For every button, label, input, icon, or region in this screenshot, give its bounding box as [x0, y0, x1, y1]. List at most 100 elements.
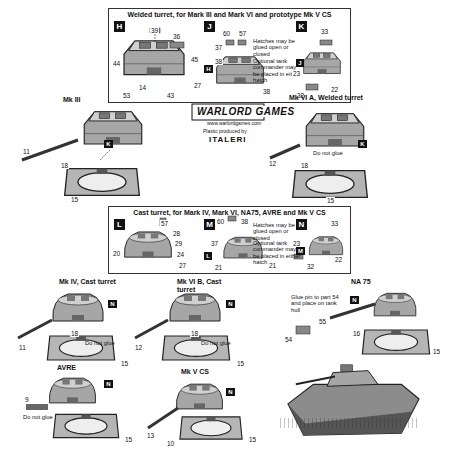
reference-step: K	[358, 140, 367, 148]
step-letter: J	[204, 21, 215, 32]
callout-number: 57	[238, 30, 247, 37]
callout-number: 12	[134, 344, 143, 351]
callout-number: 16	[352, 330, 361, 337]
callout-number: 14	[138, 84, 147, 91]
panel-title: Cast turret, for Mark IV, Mark VI, NA75,…	[109, 207, 350, 216]
callout-number: 38	[240, 218, 249, 225]
callout-number: 38	[214, 58, 223, 65]
assembly-note: Do not glue	[312, 150, 344, 156]
reference-step: N	[350, 296, 359, 304]
callout-number: 18	[70, 330, 79, 337]
callout-number: 18	[300, 162, 309, 169]
callout-number: 15	[70, 196, 79, 203]
callout-number: 54	[284, 336, 293, 343]
callout-number: 36	[172, 33, 181, 40]
assembly-note: Hatches may be glued open or closed	[252, 222, 302, 241]
callout-number: 9	[24, 396, 30, 403]
reference-step: J	[296, 59, 304, 67]
callout-number: 15	[236, 360, 245, 367]
callout-number: 22	[334, 256, 343, 263]
callout-number: 18	[190, 330, 199, 337]
callout-number: 38	[262, 88, 271, 95]
callout-number: 32	[306, 263, 315, 270]
callout-number: 60	[222, 30, 231, 37]
callout-number: 21	[214, 264, 223, 271]
callout-number: 10	[166, 440, 175, 447]
callout-number: 53	[122, 92, 131, 99]
callout-number: 23	[292, 240, 301, 247]
step-letter-text: K	[106, 141, 110, 147]
assembly-note: Glue pin to part 54 and place on tank hu…	[290, 294, 344, 313]
callout-number: 44	[112, 60, 121, 67]
step-letter-text: M	[206, 221, 213, 229]
callout-number: 27	[178, 262, 187, 269]
callout-number: 28	[172, 230, 181, 237]
callout-number: 27	[193, 82, 202, 89]
callout-number: 15	[124, 436, 133, 443]
callout-number: 13	[146, 432, 155, 439]
panel-title: Welded turret, for Mark III and Mark VI …	[109, 9, 350, 18]
assembly-note: Hatches may be glued open or closed	[252, 38, 302, 57]
step-letter: N	[296, 219, 307, 230]
variant-label: NA 75	[350, 278, 372, 286]
variant-label: Mk VI A, Welded turret	[288, 94, 370, 102]
step-letter: L	[114, 219, 125, 230]
callout-number: 11	[18, 344, 27, 351]
step-letter-text: N	[228, 389, 232, 395]
callout-number: 12	[268, 160, 277, 167]
callout-number: 18	[60, 162, 69, 169]
step-letter-text: N	[110, 301, 114, 307]
callout-number: 55	[318, 318, 327, 325]
callout-number: 39	[150, 27, 159, 34]
step-letter-text: J	[207, 23, 211, 31]
reference-step: K	[104, 140, 113, 148]
callout-number: 15	[326, 197, 335, 204]
callout-number: 29	[174, 240, 183, 247]
step-letter: H	[114, 21, 125, 32]
callout-number: 11	[22, 148, 31, 155]
callout-number: 37	[214, 44, 223, 51]
callout-number: 21	[268, 262, 277, 269]
variant-label: Mk III	[62, 96, 82, 104]
step-letter-text: N	[106, 381, 110, 387]
logo-text: Plastic produced by	[202, 129, 248, 135]
reference-step: H	[204, 65, 213, 73]
brand-logo: WARLORD GAMES	[196, 106, 296, 117]
callout-number: 43	[166, 92, 175, 99]
callout-number: 57	[160, 220, 169, 227]
callout-number: 20	[112, 250, 121, 257]
step-letter-text: L	[117, 221, 122, 229]
callout-number: 33	[330, 220, 339, 227]
callout-number: 22	[330, 86, 339, 93]
variant-label: Mk V CS	[180, 368, 210, 376]
variant-label: AVRE	[56, 364, 77, 372]
reference-step: N	[108, 300, 117, 308]
step-letter-text: H	[206, 66, 210, 72]
reference-step: N	[226, 388, 235, 396]
step-letter-text: J	[298, 60, 301, 66]
callout-number: 60	[216, 218, 225, 225]
step-letter: M	[204, 219, 215, 230]
callout-number: 15	[248, 436, 257, 443]
step-letter-text: N	[299, 221, 305, 229]
callout-number: 33	[320, 28, 329, 35]
callout-number: 24	[176, 251, 185, 258]
assembly-note: Do not glue	[22, 414, 54, 420]
step-letter-text: N	[228, 301, 232, 307]
callout-number: 15	[120, 360, 129, 367]
variant-label: Mk VI B, Cast turret	[176, 278, 238, 293]
step-letter: K	[296, 21, 307, 32]
callout-number: 37	[210, 240, 219, 247]
step-letter-text: K	[360, 141, 364, 147]
assembly-note: Do not glue	[84, 340, 116, 346]
variant-label: Mk IV, Cast turret	[58, 278, 120, 286]
step-letter-text: H	[117, 23, 123, 31]
maker-name: ITALERI	[208, 136, 248, 145]
callout-number: 45	[190, 56, 199, 63]
reference-step: N	[226, 300, 235, 308]
step-letter-text: L	[206, 253, 210, 259]
logo-text: www.warlordgames.com	[206, 121, 262, 127]
step-letter-text: K	[299, 23, 305, 31]
step-letter-text: N	[352, 297, 356, 303]
